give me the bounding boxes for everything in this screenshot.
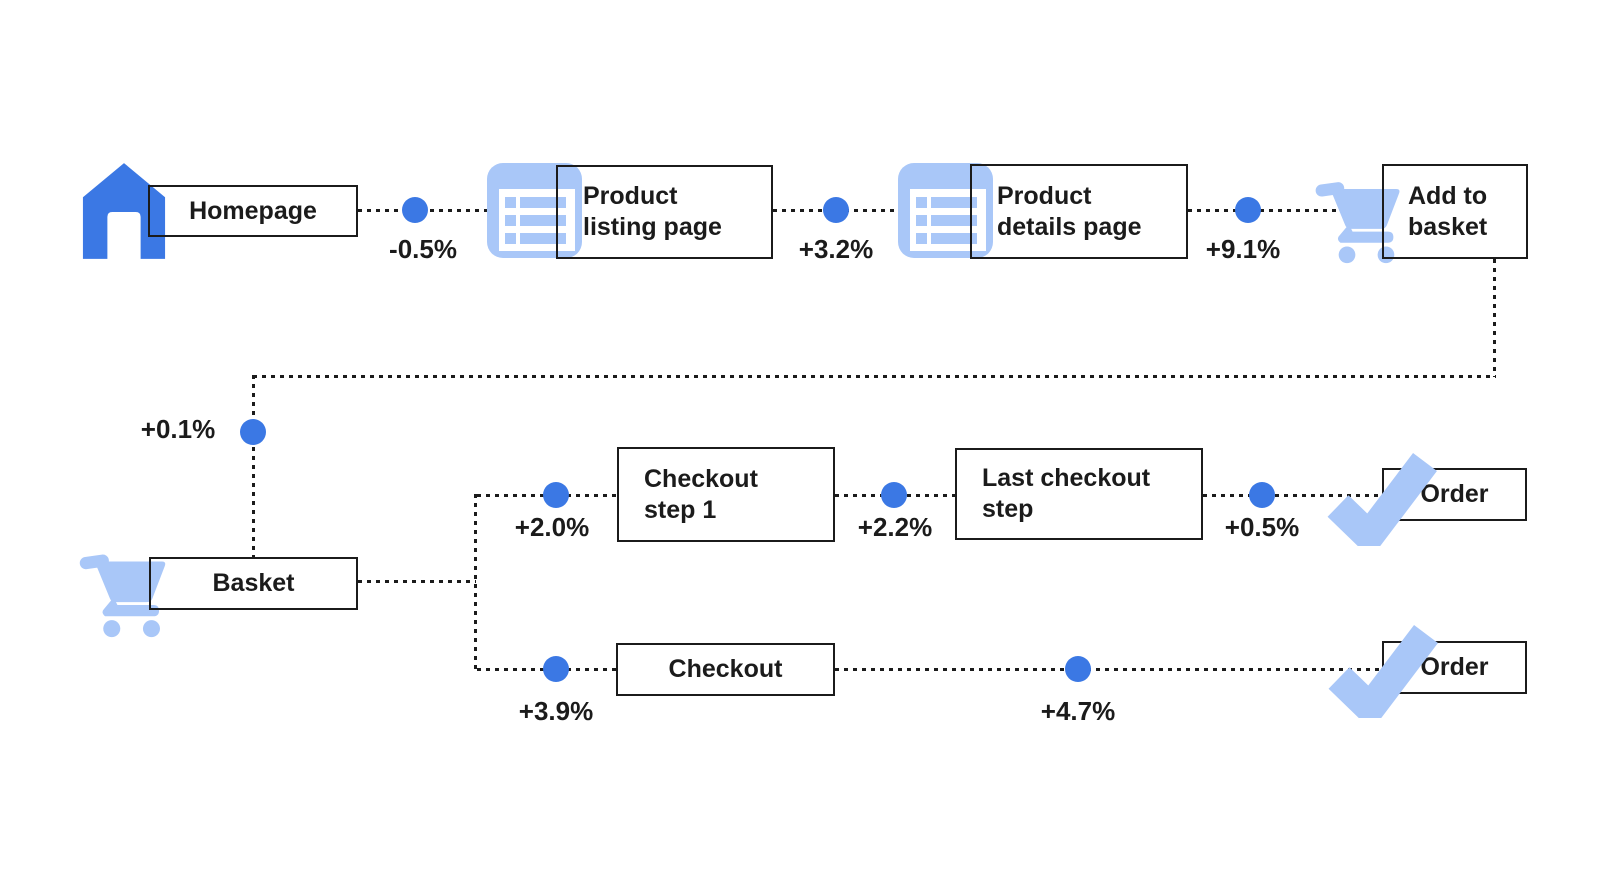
connector-addtobasket-down (1493, 259, 1496, 377)
home-icon (82, 163, 166, 259)
node-label: Basket (212, 569, 295, 597)
list-icon-paper (499, 189, 575, 251)
waypoint-dot (543, 656, 569, 682)
check-icon (1328, 624, 1438, 718)
node-product-details-page: Product details page (970, 164, 1188, 259)
node-add-to-basket: Add to basket (1382, 164, 1528, 259)
node-last-checkout-step: Last checkout step (955, 448, 1203, 540)
delta-label: +2.0% (514, 512, 590, 542)
node-label: Last checkout step (982, 464, 1151, 523)
node-label: Checkout (668, 655, 783, 683)
node-label: Product listing page (583, 182, 722, 241)
waypoint-dot (823, 197, 849, 223)
list-icon-row (505, 196, 575, 208)
list-icon-paper (910, 189, 986, 251)
waypoint-dot (1065, 656, 1091, 682)
list-icon-row (916, 196, 986, 208)
connector-listing-details (773, 209, 970, 212)
list-icon-row (916, 232, 986, 244)
connector-homepage-listing (358, 209, 556, 212)
node-checkout: Checkout (616, 643, 835, 696)
waypoint-dot (1249, 482, 1275, 508)
delta-label: +0.5% (1224, 512, 1300, 542)
list-icon-row (505, 232, 575, 244)
node-label: Order (1420, 480, 1489, 508)
node-label: Product details page (997, 181, 1142, 241)
product-list-icon (898, 163, 993, 258)
connector-basket-branch (358, 580, 476, 583)
connector-branch-vertical (474, 494, 477, 670)
connector-last-order (1203, 494, 1382, 497)
connector-return-horizontal (253, 375, 1496, 378)
waypoint-dot (240, 419, 266, 445)
list-icon-row (505, 214, 575, 226)
delta-label: +2.2% (857, 512, 933, 542)
waypoint-dot (1235, 197, 1261, 223)
node-label: Order (1420, 653, 1489, 681)
delta-label: -0.5% (389, 234, 457, 264)
node-product-listing-page: Product listing page (556, 165, 773, 259)
waypoint-dot (543, 482, 569, 508)
waypoint-dot (881, 482, 907, 508)
node-label: Homepage (189, 196, 317, 225)
connector-details-addtobasket (1188, 209, 1382, 212)
node-basket: Basket (149, 557, 358, 610)
connector-down-to-basket (252, 375, 255, 557)
node-checkout-step-1: Checkout step 1 (617, 447, 835, 542)
delta-label: +4.7% (1040, 696, 1116, 726)
delta-label: +9.1% (1205, 234, 1281, 264)
delta-label: +0.1% (140, 414, 216, 444)
list-icon-row (916, 214, 986, 226)
check-icon (1327, 452, 1437, 546)
delta-label: +3.9% (518, 696, 594, 726)
node-label: Checkout step 1 (644, 464, 758, 524)
cart-icon (79, 554, 166, 638)
node-label: Add to basket (1408, 181, 1488, 241)
node-homepage: Homepage (148, 185, 358, 237)
product-list-icon (487, 163, 582, 258)
connector-checkout-order (835, 668, 1382, 671)
waypoint-dot (402, 197, 428, 223)
delta-label: +3.2% (798, 234, 874, 264)
